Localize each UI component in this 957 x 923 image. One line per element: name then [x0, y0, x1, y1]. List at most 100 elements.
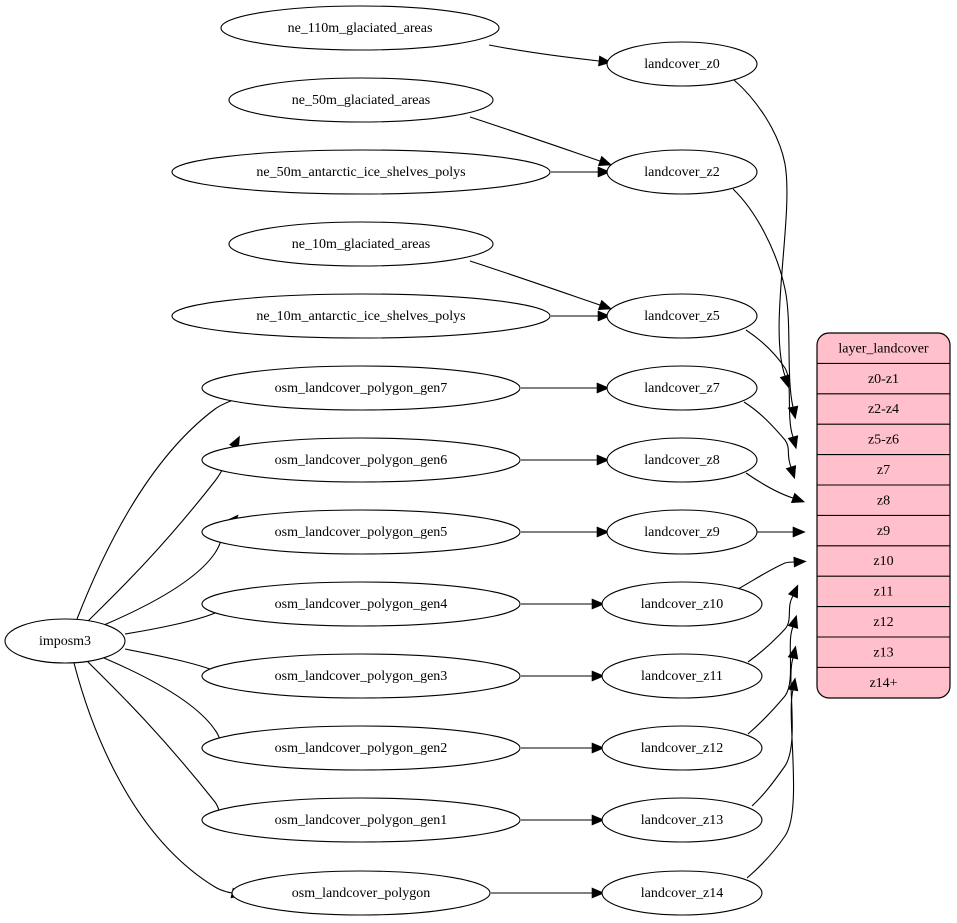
node-shape [228, 221, 494, 267]
mid-node-landcover_z11[interactable]: landcover_z11 [601, 653, 763, 699]
edge-landcover_z0-to-record_row_0 [733, 79, 791, 389]
edge-line [743, 401, 792, 468]
mid-node-landcover_z0[interactable]: landcover_z0 [606, 41, 758, 87]
edge-line [733, 79, 788, 377]
node-label: osm_landcover_polygon_gen7 [275, 381, 448, 396]
edge-line [747, 626, 794, 735]
node-shape [601, 870, 763, 916]
source-node-osm_landcover_polygon_gen3[interactable]: osm_landcover_polygon_gen3 [201, 653, 521, 699]
edge-landcover_z7-to-record_row_3 [743, 401, 797, 480]
record-row-z2-z4[interactable]: z2-z4 [817, 394, 950, 424]
record-row-z12[interactable]: z12 [817, 607, 950, 637]
mid-node-landcover_z13[interactable]: landcover_z13 [601, 797, 763, 843]
edge-arrowhead-icon [591, 814, 605, 826]
node-label: landcover_z9 [644, 525, 719, 540]
mid-node-landcover_z7[interactable]: landcover_z7 [606, 365, 758, 411]
node-label: osm_landcover_polygon_gen5 [275, 525, 448, 540]
edge-ne_10m_antarctic_ice_shelves_polys-to-landcover_z5 [550, 310, 611, 322]
edge-line [469, 116, 601, 162]
source-node-osm_landcover_polygon_gen2[interactable]: osm_landcover_polygon_gen2 [201, 725, 521, 771]
node-label: ne_110m_glaciated_areas [288, 21, 433, 36]
record-row-z0-z1[interactable]: z0-z1 [817, 363, 950, 393]
edge-osm_landcover_polygon_gen3-to-landcover_z11 [520, 670, 605, 682]
edge-arrowhead-icon [591, 670, 605, 682]
source-node-ne_50m_antarctic_ice_shelves_polys[interactable]: ne_50m_antarctic_ice_shelves_polys [171, 149, 551, 195]
edge-arrowhead-icon [787, 677, 799, 692]
node-label: imposm3 [39, 634, 91, 649]
source-node-osm_landcover_polygon_gen1[interactable]: osm_landcover_polygon_gen1 [201, 797, 521, 843]
edge-arrowhead-icon [787, 584, 799, 599]
node-label: osm_landcover_polygon [292, 886, 430, 901]
node-label: landcover_z14 [641, 886, 723, 901]
edge-imposm3-to-osm_landcover_polygon [73, 662, 245, 899]
source-node-osm_landcover_polygon_gen6[interactable]: osm_landcover_polygon_gen6 [201, 437, 521, 483]
mid-node-landcover_z12[interactable]: landcover_z12 [601, 725, 763, 771]
record-row-z10[interactable]: z10 [817, 546, 950, 576]
record-row-z11[interactable]: z11 [817, 576, 950, 606]
edge-osm_landcover_polygon_gen2-to-landcover_z12 [520, 742, 605, 754]
source-node-ne_10m_antarctic_ice_shelves_polys[interactable]: ne_10m_antarctic_ice_shelves_polys [171, 293, 551, 339]
edge-line [746, 689, 795, 879]
source-node-ne_50m_glaciated_areas[interactable]: ne_50m_glaciated_areas [228, 77, 494, 123]
node-label: ne_50m_glaciated_areas [292, 93, 430, 108]
edge-arrowhead-icon [591, 598, 605, 610]
record-row-z7[interactable]: z7 [817, 455, 950, 485]
source-node-osm_landcover_polygon_gen4[interactable]: osm_landcover_polygon_gen4 [201, 581, 521, 627]
node-shape [606, 365, 758, 411]
record-row-z5-z6[interactable]: z5-z6 [817, 424, 950, 454]
node-label: ne_10m_glaciated_areas [292, 237, 430, 252]
edge-landcover_z8-to-record_row_4 [745, 472, 806, 504]
edge-arrowhead-icon [591, 742, 605, 754]
edge-osm_landcover_polygon-to-landcover_z14 [490, 887, 605, 899]
source-node-osm_landcover_polygon_gen7[interactable]: osm_landcover_polygon_gen7 [201, 365, 521, 411]
edge-arrowhead-icon [787, 645, 799, 660]
node-shape [201, 725, 521, 771]
edge-arrowhead-icon [597, 299, 613, 311]
node-shape [201, 797, 521, 843]
mid-node-landcover_z2[interactable]: landcover_z2 [606, 149, 758, 195]
edge-line [745, 329, 794, 438]
edge-arrowhead-icon [790, 492, 806, 504]
edge-arrowhead-icon [792, 526, 806, 538]
record-table-layer_landcover[interactable]: layer_landcoverz0-z1z2-z4z5-z6z7z8z9z10z… [816, 332, 951, 699]
edge-arrowhead-icon [596, 382, 610, 394]
source-node-ne_10m_glaciated_areas[interactable]: ne_10m_glaciated_areas [228, 221, 494, 267]
edge-line [747, 595, 794, 663]
node-label: landcover_z11 [641, 669, 723, 684]
mid-node-landcover_z10[interactable]: landcover_z10 [601, 581, 763, 627]
edge-landcover_z5-to-record_row_2 [745, 329, 799, 450]
node-label: osm_landcover_polygon_gen1 [275, 813, 448, 828]
source-node-ne_110m_glaciated_areas[interactable]: ne_110m_glaciated_areas [220, 5, 500, 51]
edge-line [73, 662, 233, 894]
mid-node-landcover_z5[interactable]: landcover_z5 [606, 293, 758, 339]
node-label: landcover_z10 [641, 597, 723, 612]
record-row-label: z11 [874, 585, 894, 600]
edge-landcover_z11-to-record_row_7 [747, 584, 799, 663]
record-row-z8[interactable]: z8 [817, 485, 950, 515]
edge-arrowhead-icon [596, 526, 610, 538]
mid-node-landcover_z8[interactable]: landcover_z8 [606, 437, 758, 483]
edge-osm_landcover_polygon_gen5-to-landcover_z9 [521, 526, 610, 538]
mid-node-landcover_z14[interactable]: landcover_z14 [601, 870, 763, 916]
record-row-z14+[interactable]: z14+ [817, 667, 950, 697]
edge-line [751, 657, 794, 807]
node-shape [171, 149, 551, 195]
record-row-label: z13 [873, 645, 893, 660]
edge-arrowhead-icon [597, 310, 611, 322]
record-row-z13[interactable]: z13 [817, 637, 950, 667]
record-row-z9[interactable]: z9 [817, 515, 950, 545]
root-node-imposm3[interactable]: imposm3 [4, 618, 126, 664]
edge-line [86, 660, 226, 823]
node-label: osm_landcover_polygon_gen2 [275, 741, 448, 756]
node-label: osm_landcover_polygon_gen3 [275, 669, 448, 684]
edge-arrowhead-icon [591, 887, 605, 899]
edge-ne_50m_glaciated_areas-to-landcover_z2 [469, 116, 613, 167]
node-shape [606, 293, 758, 339]
mid-node-landcover_z9[interactable]: landcover_z9 [606, 509, 758, 555]
node-shape [228, 77, 494, 123]
node-shape [231, 870, 491, 916]
edge-arrowhead-icon [793, 556, 807, 568]
source-node-osm_landcover_polygon[interactable]: osm_landcover_polygon [231, 870, 491, 916]
source-node-osm_landcover_polygon_gen5[interactable]: osm_landcover_polygon_gen5 [201, 509, 521, 555]
